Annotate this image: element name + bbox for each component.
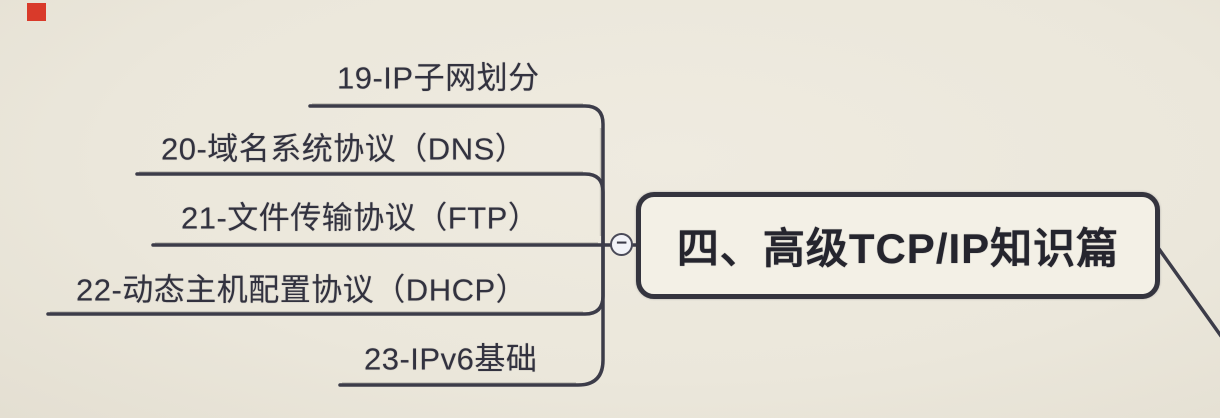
connector-strokes [46,104,1220,387]
connector-highlights [50,103,602,384]
branch-node-22[interactable]: 22-动态主机配置协议（DHCP） [76,272,528,308]
branch-23-line [338,242,605,387]
branch-node-20[interactable]: 20-域名系统协议（DNS） [161,131,527,167]
red-marker [27,3,46,21]
branch-node-21[interactable]: 21-文件传输协议（FTP） [181,200,540,236]
branch-node-23[interactable]: 23-IPv6基础 [364,341,538,377]
branch-19-line [308,104,605,247]
next-chapter-line [1157,247,1220,338]
collapse-button[interactable]: − [610,233,633,256]
root-node[interactable]: 四、高级TCP/IP知识篇 [636,192,1160,299]
root-node-label: 四、高级TCP/IP知识篇 [676,225,1120,272]
minus-icon: − [615,233,628,254]
branch-20-line [135,172,605,247]
branch-node-19[interactable]: 19-IP子网划分 [337,60,540,96]
